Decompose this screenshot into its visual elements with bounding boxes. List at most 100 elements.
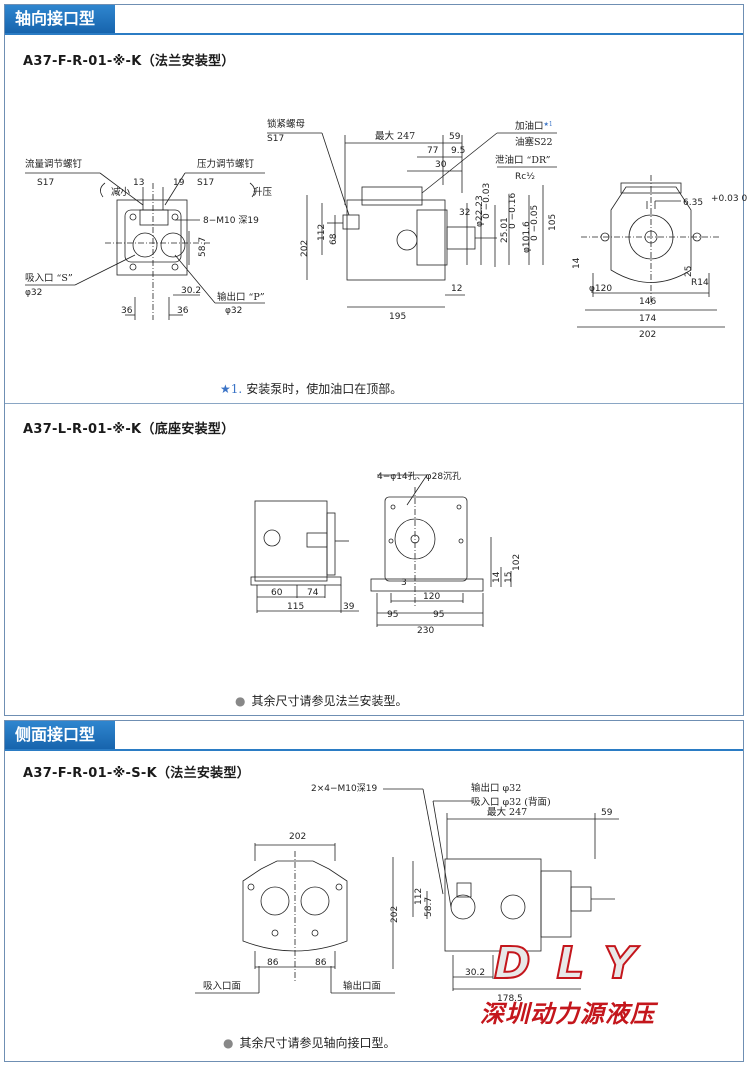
dim-36-a: 36 <box>121 306 133 316</box>
dim-105: 105 <box>548 214 558 231</box>
dim-25-01: 25.01 <box>500 217 510 243</box>
section-side-port: 侧面接口型 A37-F-R-01-※-S-K（法兰安装型） 202 86 86 … <box>4 720 744 1062</box>
label-locknut: 锁紧螺母 <box>267 118 305 130</box>
note-oil-fill: ★1.安装泵时，使加油口在顶部。 <box>220 382 403 396</box>
dim-102: 102 <box>512 554 522 571</box>
dim-side-30-2: 30.2 <box>465 968 485 978</box>
section-axial-port: 轴向接口型 A37-F-R-01-※-K（法兰安装型） 流量调节螺钉 S1 <box>4 4 747 716</box>
dim-174: 174 <box>639 314 656 324</box>
label-oil-fill: 加油口★1 <box>515 120 553 132</box>
dim-30: 30 <box>435 160 447 170</box>
dim-202-end: 202 <box>639 330 656 340</box>
dim-39: 39 <box>343 602 355 612</box>
dim-86-a: 86 <box>267 958 279 968</box>
dim-202: 202 <box>300 240 310 257</box>
dim-14-base: 14 <box>492 571 502 583</box>
dim-phi101: φ101.6 <box>522 221 532 253</box>
label-outlet: 输出口 “P” <box>217 291 265 303</box>
label-raise: 升压 <box>253 187 273 198</box>
dim-phi120: φ120 <box>589 284 612 294</box>
dim-9-5: 9.5 <box>451 146 465 156</box>
dim-60: 60 <box>271 588 283 598</box>
dim-max247: 最大 247 <box>375 130 415 142</box>
label-holes: 4−φ14孔、φ28沉孔 <box>377 471 461 482</box>
dim-120: 120 <box>423 592 440 602</box>
section-header-side: 侧面接口型 <box>5 721 116 749</box>
tol-25: 0 −0.16 <box>508 193 518 229</box>
dim-68: 68 <box>329 233 339 245</box>
note-base: ●其余尺寸请参见法兰安装型。 <box>235 694 408 708</box>
drawing-side-side: 2×4−M10深19 输出口 φ32 吸入口 φ32 (背面) 最大 247 5… <box>311 782 619 1004</box>
label-s17-b: S17 <box>197 178 214 188</box>
drawing-side-view: 锁紧螺母 S17 最大 247 59 加油口★1 油塞S22 77 9.5 泄油… <box>267 118 558 322</box>
dim-112: 112 <box>317 224 327 241</box>
dim-95-a: 95 <box>387 610 398 620</box>
label-phi32-a: φ32 <box>25 288 42 298</box>
dim-side-112: 112 <box>414 888 424 905</box>
dim-59: 59 <box>449 132 461 142</box>
label-s17: S17 <box>267 134 284 144</box>
dim-77: 77 <box>427 146 438 156</box>
dim-95-b: 95 <box>433 610 444 620</box>
dim-115: 115 <box>287 602 304 612</box>
dim-195: 195 <box>389 312 406 322</box>
dim-19: 19 <box>173 178 185 188</box>
label-pressure-screw: 压力调节螺钉 <box>197 158 255 170</box>
dim-74: 74 <box>307 588 319 598</box>
label-m10-holes: 8−M10 深19 <box>203 215 259 226</box>
dim-12: 12 <box>451 284 462 294</box>
dim-36-b: 36 <box>177 306 189 316</box>
dim-32: 32 <box>459 208 470 218</box>
dim-side-max247: 最大 247 <box>487 806 527 818</box>
label-side-inlet: 吸入口 φ32 (背面) <box>471 796 551 808</box>
drawing-end-view: 6.35 +0.03 0 14 25 R14 φ120 146 174 202 <box>572 175 747 340</box>
company-watermark: DLY 深圳动力源液压 <box>480 937 700 1028</box>
dim-3: 3 <box>401 578 407 588</box>
label-suction-face: 吸入口面 <box>203 981 241 992</box>
drawing-base-end: 4−φ14孔、φ28沉孔 3 14 15 102 120 95 95 230 <box>370 471 522 636</box>
label-side-outlet: 输出口 φ32 <box>471 782 521 794</box>
label-rc: Rc½ <box>515 172 535 182</box>
watermark-company: 深圳动力源液压 <box>480 999 655 1028</box>
watermark-brand: DLY <box>493 937 662 990</box>
drawing-front-view: 流量调节螺钉 S17 减小 13 19 压力调节螺钉 S17 升压 8−M10 … <box>25 158 273 320</box>
dim-30-2: 30.2 <box>181 286 201 296</box>
dim-15: 15 <box>504 572 514 583</box>
dim-202-side: 202 <box>289 832 306 842</box>
tol-22: 0 −0.03 <box>482 183 492 219</box>
section-header-axial: 轴向接口型 <box>5 5 116 33</box>
label-drain: 泄油口 “DR” <box>495 154 551 166</box>
dim-key: 6.35 <box>683 198 703 208</box>
label-outlet-face: 输出口面 <box>343 980 381 992</box>
tol-101: 0 −0.05 <box>530 205 540 241</box>
dim-14: 14 <box>572 257 582 269</box>
star-marker: ★1. <box>220 382 243 396</box>
model-title-base: A37-L-R-01-※-K（底座安装型） <box>23 422 235 437</box>
dim-side-178-5: 178.5 <box>497 994 523 1004</box>
dim-13: 13 <box>133 178 144 188</box>
dim-146: 146 <box>639 297 656 307</box>
label-r14: R14 <box>691 278 709 288</box>
header-rule <box>5 33 743 35</box>
model-title-flange: A37-F-R-01-※-K（法兰安装型） <box>23 54 235 69</box>
drawing-base-side: 60 74 115 39 <box>250 500 359 613</box>
label-reduce: 减小 <box>111 186 131 198</box>
drawing-side-front: 202 86 86 吸入口面 输出口面 <box>195 832 395 994</box>
label-plug: 油塞S22 <box>515 136 553 148</box>
dim-86-b: 86 <box>315 958 327 968</box>
model-title-side: A37-F-R-01-※-S-K（法兰安装型） <box>23 766 251 781</box>
label-side-m10: 2×4−M10深19 <box>311 783 377 794</box>
dim-side-202: 202 <box>390 906 400 923</box>
label-s17-a: S17 <box>37 178 54 188</box>
note-side: ●其余尺寸请参见轴向接口型。 <box>223 1036 396 1050</box>
dim-58-7: 58.7 <box>198 237 208 257</box>
dim-25: 25 <box>684 266 694 277</box>
dim-side-58-7: 58.7 <box>424 897 434 917</box>
separator-1 <box>5 403 743 404</box>
dim-phi22: φ22.23 <box>475 195 485 227</box>
dim-230: 230 <box>417 626 434 636</box>
tol-key: +0.03 0 <box>711 194 747 204</box>
dim-side-59: 59 <box>601 808 613 818</box>
label-phi32-b: φ32 <box>225 306 242 316</box>
label-suction: 吸入口 “S” <box>25 273 73 284</box>
